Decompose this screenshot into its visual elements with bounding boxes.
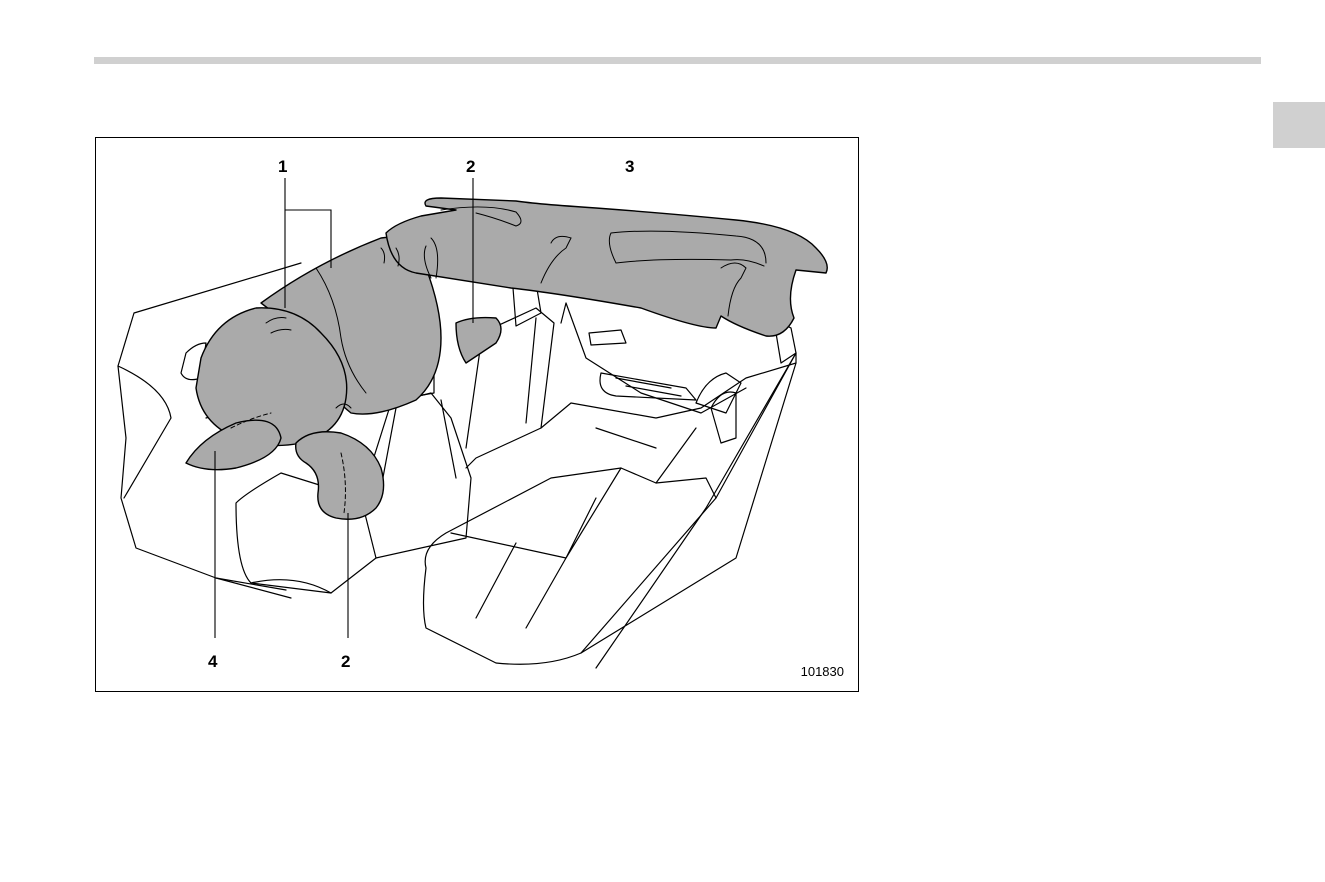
rear-seat-cushion (424, 468, 717, 664)
callout-3: 3 (625, 158, 634, 175)
floor-line (216, 578, 291, 598)
front-seat-back-inner (381, 400, 456, 488)
door-handle (589, 330, 626, 345)
figure-number: 101830 (801, 664, 844, 679)
rear-seat-back (541, 353, 796, 498)
airbag-illustration: 1 2 3 4 2 101830 (95, 137, 859, 692)
airbag-curtain (386, 198, 827, 336)
callout-1: 1 (278, 158, 287, 175)
airbag-knee (186, 420, 281, 470)
rear-seat-seams (451, 468, 621, 628)
header-rule (94, 57, 1261, 64)
rear-body (581, 353, 796, 668)
door-armrest-detail (616, 378, 681, 396)
airbag-side-passenger (456, 318, 501, 363)
callout-2-top: 2 (466, 158, 475, 175)
callout-4: 4 (208, 653, 217, 670)
dashboard-lower (118, 366, 171, 498)
rear-seat-back-seam (596, 428, 696, 483)
airbag-side-front (296, 432, 384, 520)
callout-2-bottom: 2 (341, 653, 350, 670)
airbag-drawing (96, 138, 860, 693)
section-thumb-tab (1273, 102, 1325, 148)
